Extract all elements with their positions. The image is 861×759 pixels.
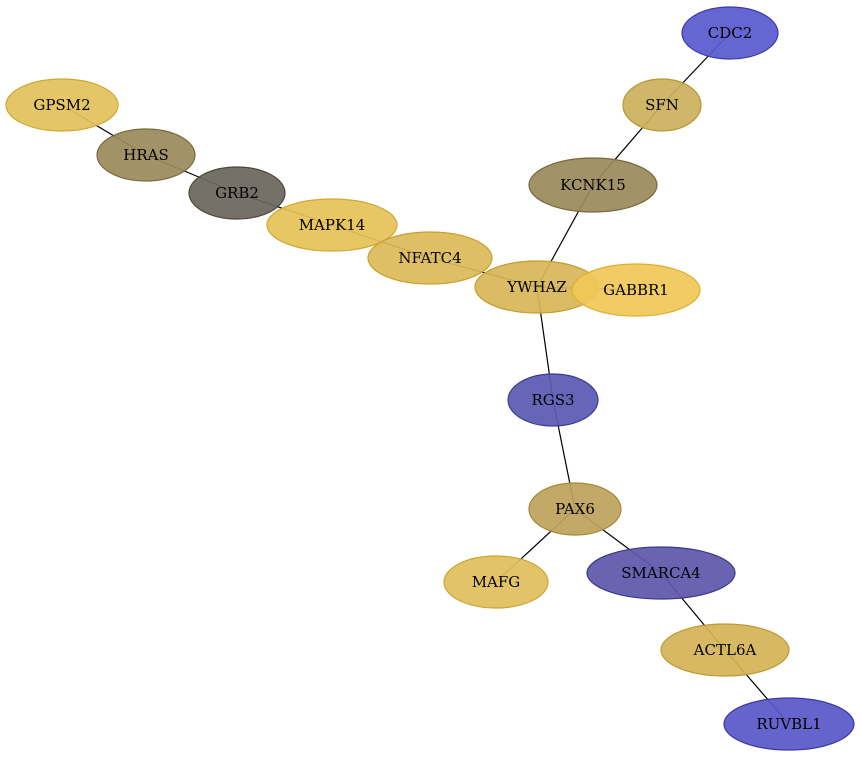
node-label-gabbr1: GABBR1 <box>603 281 669 299</box>
node-label-actl6a: ACTL6A <box>693 641 757 659</box>
node-label-pax6: PAX6 <box>555 500 595 518</box>
node-shape-sfn <box>622 78 702 132</box>
node-shape-smarca4 <box>586 546 736 600</box>
node-shape-mapk14 <box>266 198 398 252</box>
node-grb2[interactable]: GRB2 <box>188 166 286 220</box>
node-hras[interactable]: HRAS <box>96 128 196 182</box>
node-gpsm2[interactable]: GPSM2 <box>5 78 119 132</box>
node-actl6a[interactable]: ACTL6A <box>660 623 790 677</box>
node-shape-mafg <box>443 555 549 609</box>
node-label-mafg: MAFG <box>472 573 521 591</box>
node-label-grb2: GRB2 <box>215 184 259 202</box>
node-shape-grb2 <box>188 166 286 220</box>
node-label-rgs3: RGS3 <box>531 391 574 409</box>
node-sfn[interactable]: SFN <box>622 78 702 132</box>
node-shape-ruvbl1 <box>723 697 855 751</box>
node-shape-kcnk15 <box>528 157 658 213</box>
node-label-mapk14: MAPK14 <box>299 216 366 234</box>
node-smarca4[interactable]: SMARCA4 <box>586 546 736 600</box>
node-shape-hras <box>96 128 196 182</box>
node-label-ruvbl1: RUVBL1 <box>756 715 821 733</box>
node-mafg[interactable]: MAFG <box>443 555 549 609</box>
node-label-cdc2: CDC2 <box>708 24 753 42</box>
node-label-kcnk15: KCNK15 <box>560 176 626 194</box>
node-label-smarca4: SMARCA4 <box>621 564 701 582</box>
node-ruvbl1[interactable]: RUVBL1 <box>723 697 855 751</box>
node-shape-pax6 <box>528 482 622 536</box>
node-label-gpsm2: GPSM2 <box>33 96 90 114</box>
node-label-hras: HRAS <box>123 146 168 164</box>
node-shape-gabbr1 <box>571 263 701 317</box>
node-label-ywhaz: YWHAZ <box>506 278 567 296</box>
node-shape-gpsm2 <box>5 78 119 132</box>
node-shape-actl6a <box>660 623 790 677</box>
node-pax6[interactable]: PAX6 <box>528 482 622 536</box>
node-rgs3[interactable]: RGS3 <box>507 373 599 427</box>
node-mapk14[interactable]: MAPK14 <box>266 198 398 252</box>
node-cdc2[interactable]: CDC2 <box>681 6 779 60</box>
node-shape-rgs3 <box>507 373 599 427</box>
node-label-nfatc4: NFATC4 <box>398 249 461 267</box>
node-shape-cdc2 <box>681 6 779 60</box>
node-gabbr1[interactable]: GABBR1 <box>571 263 701 317</box>
node-kcnk15[interactable]: KCNK15 <box>528 157 658 213</box>
node-shape-nfatc4 <box>367 231 493 285</box>
node-nfatc4[interactable]: NFATC4 <box>367 231 493 285</box>
node-label-sfn: SFN <box>645 96 679 114</box>
node-ywhaz[interactable]: YWHAZ <box>474 260 600 314</box>
